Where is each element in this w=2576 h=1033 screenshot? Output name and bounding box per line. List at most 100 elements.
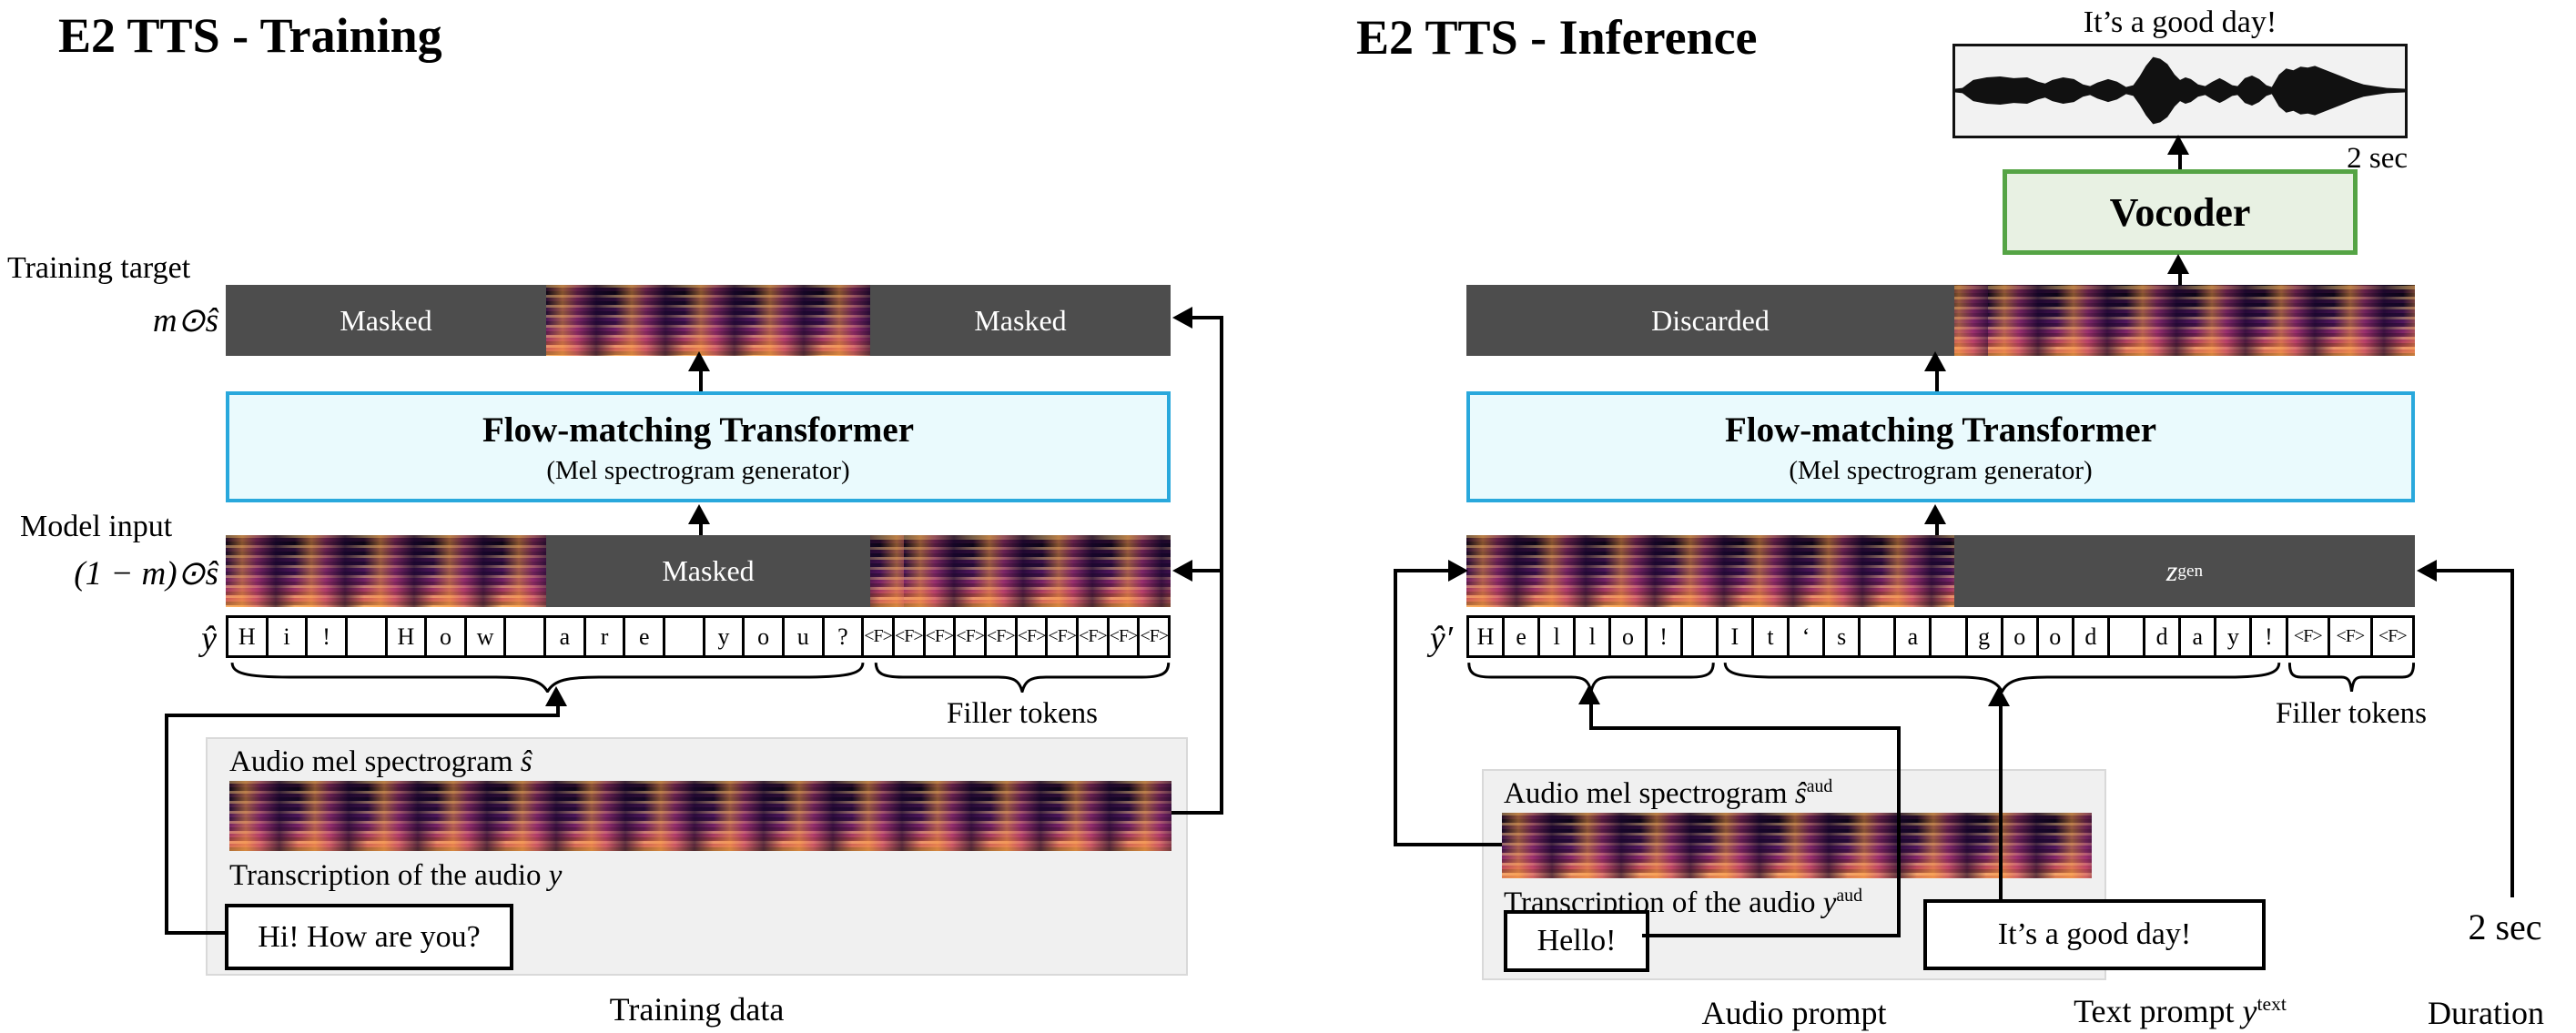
token-cell: ! xyxy=(2249,615,2288,658)
token-cell: H xyxy=(1466,615,1506,658)
connector-line xyxy=(1897,726,1901,937)
arrow-line xyxy=(1935,370,1939,391)
token-cell xyxy=(344,615,388,658)
filler-tokens-label-left: Filler tokens xyxy=(947,697,1098,730)
arrow-up-icon xyxy=(2167,135,2189,155)
underbrace-filler-tokens xyxy=(873,662,1171,693)
connector-line xyxy=(556,704,560,717)
token-cell xyxy=(1679,615,1719,658)
connector-line xyxy=(1394,569,1397,846)
token-cell: y xyxy=(702,615,745,658)
connector-line xyxy=(2510,570,2514,897)
audio-mel-spectrogram-label-left: Audio mel spectrogram ŝ xyxy=(229,744,532,779)
generated-spectrogram-segment xyxy=(1954,285,2415,356)
connector-line xyxy=(1220,316,1223,815)
model-input-math: (1 − m)⊙ŝ xyxy=(74,555,218,592)
connector-line xyxy=(1191,316,1222,319)
token-cell: d xyxy=(2071,615,2110,658)
right-panel-title: E2 TTS - Inference xyxy=(1356,10,1758,65)
arrow-up-icon xyxy=(1924,351,1946,371)
connector-line xyxy=(1999,704,2003,899)
token-cell: ! xyxy=(1644,615,1683,658)
zgen-base: z xyxy=(2165,554,2178,587)
connector-line xyxy=(165,714,168,935)
token-cell xyxy=(1858,615,1897,658)
label-text: Audio mel spectrogram xyxy=(229,745,521,778)
model-input-row: Masked xyxy=(226,535,1171,607)
label-math: y xyxy=(2242,993,2257,1029)
token-cell: g xyxy=(1964,615,2003,658)
spectrogram-segment-left xyxy=(226,535,546,607)
training-target-label: Training target xyxy=(7,251,191,285)
token-cell xyxy=(1929,615,1968,658)
transcript-box-right: Hello! xyxy=(1504,910,1649,972)
token-cell: y xyxy=(2214,615,2253,658)
connector-line xyxy=(2437,569,2514,572)
token-cell: s xyxy=(1822,615,1861,658)
label-sup: aud xyxy=(1836,886,1862,906)
transformer-title: Flow-matching Transformer xyxy=(482,410,915,450)
filler-token-cell: <F> xyxy=(891,615,926,658)
arrow-up-icon xyxy=(2167,254,2189,274)
connector-line xyxy=(1171,811,1223,815)
filler-token-cell: <F> xyxy=(953,615,987,658)
token-row-label-left: ŷ xyxy=(201,620,217,658)
masked-segment-center: Masked xyxy=(546,535,870,607)
underbrace-filler-tokens-right xyxy=(2288,662,2415,693)
token-row-label-right: ŷ′ xyxy=(1429,620,1453,658)
token-cell xyxy=(663,615,705,658)
vocoder-box: Vocoder xyxy=(2003,169,2358,255)
arrow-line xyxy=(1935,522,1939,535)
audio-mel-spectrogram-label-right: Audio mel spectrogram ŝaud xyxy=(1504,776,1832,811)
connector-line xyxy=(1191,569,1222,572)
token-cell: o xyxy=(1608,615,1648,658)
filler-token-cell: <F> xyxy=(1106,615,1141,658)
training-audio-spectrogram xyxy=(229,781,1171,851)
token-cell: o xyxy=(2000,615,2039,658)
arrow-up-icon xyxy=(545,686,567,706)
training-target-row: Masked Masked xyxy=(226,285,1171,356)
label-math: ŝ xyxy=(1794,777,1807,810)
label-math: y xyxy=(1822,886,1837,919)
arrow-line xyxy=(2178,272,2182,287)
token-cell: u xyxy=(781,615,825,658)
token-cell: a xyxy=(543,615,586,658)
arrow-left-icon xyxy=(1172,560,1192,582)
token-cell: r xyxy=(583,615,626,658)
arrow-up-icon xyxy=(688,504,710,524)
token-cell: I xyxy=(1715,615,1754,658)
connector-line xyxy=(165,714,560,717)
prompt-audio-spectrogram xyxy=(1502,813,2092,878)
zgen-sup: gen xyxy=(2177,561,2204,581)
token-cell: o xyxy=(424,615,467,658)
output-row: Discarded xyxy=(1466,285,2415,356)
arrow-line xyxy=(699,522,703,535)
filler-token-cell: <F> xyxy=(2328,615,2373,658)
token-cell: ! xyxy=(305,615,348,658)
label-text: Text prompt xyxy=(2074,993,2243,1029)
discarded-segment: Discarded xyxy=(1466,285,1954,356)
token-cell: l xyxy=(1537,615,1577,658)
filler-token-cell: <F> xyxy=(1137,615,1171,658)
masked-segment-left: Masked xyxy=(226,285,546,356)
audio-prompt-caption: Audio prompt xyxy=(1701,995,1887,1031)
token-cell: H xyxy=(226,615,269,658)
filler-token-cell: <F> xyxy=(1014,615,1049,658)
connector-line xyxy=(1394,843,1502,846)
connector-line xyxy=(1589,726,1901,730)
token-cell: o xyxy=(742,615,785,658)
arrow-line xyxy=(699,370,703,391)
model-input-label: Model input xyxy=(20,510,173,543)
filler-token-cell: <F> xyxy=(2285,615,2331,658)
label-sup: text xyxy=(2257,993,2287,1015)
token-cell: w xyxy=(463,615,507,658)
prompt-spectrogram-segment xyxy=(1466,535,1954,607)
token-cell: d xyxy=(2143,615,2182,658)
duration-value: 2 sec xyxy=(2468,906,2542,947)
filler-token-cell: <F> xyxy=(861,615,895,658)
